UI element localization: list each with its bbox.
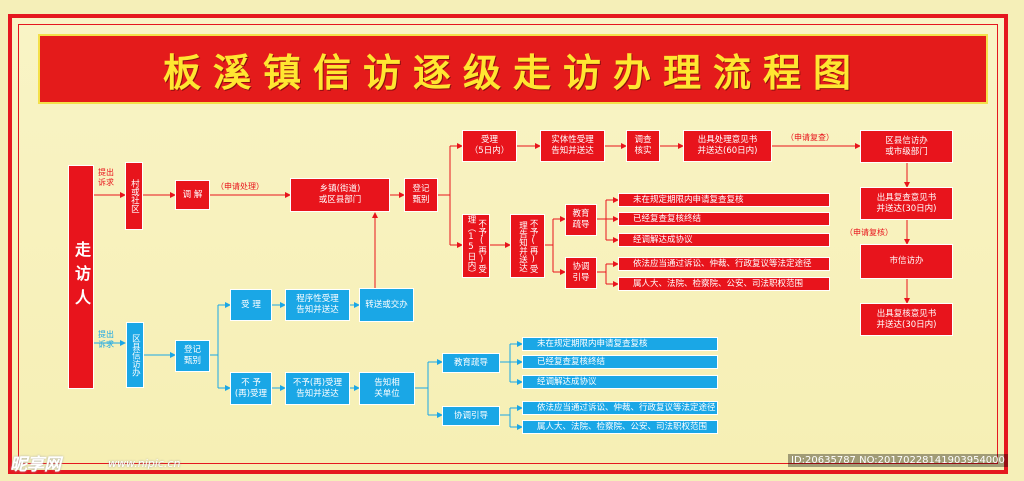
red-bar-1: 未在规定期限内申请复查复核: [618, 193, 830, 207]
mediate-box: 调 解: [175, 180, 210, 210]
label-apply-review: （申请复查）: [786, 133, 834, 142]
watermark-url: www.nipic.cn: [108, 457, 181, 470]
blue-accept-box: 受 理: [230, 289, 272, 321]
red-coordinate-box: 协调 引导: [565, 257, 597, 289]
blue-bar-5: 属人大、法院、检察院、公安、司法职权范围: [522, 420, 718, 434]
red-educate-box: 教育 疏导: [565, 204, 597, 236]
red-bar-5: 属人大、法院、检察院、公安、司法职权范围: [618, 277, 830, 291]
review-opinion-box: 出具复查意见书 并送达(30日内): [860, 187, 953, 220]
blue-bar-3: 经调解达成协议: [522, 375, 718, 389]
blue-not-accept-box: 不 予 (再)受理: [230, 372, 272, 405]
red-bar-2: 已经复查复核终结: [618, 212, 830, 226]
label-submit-red: 提出 诉求: [98, 168, 114, 187]
inner-frame: [18, 24, 998, 464]
watermark-logo: 昵享网: [10, 455, 61, 475]
recheck-opinion-box: 出具复核意见书 并送达(30日内): [860, 303, 953, 336]
label-apply-recheck: （申请复核）: [845, 228, 893, 237]
label-submit-blue: 提出 诉求: [98, 330, 114, 349]
blue-educate-box: 教育疏导: [442, 353, 500, 373]
red-not-accept-box: 不予(再)受理（15日内）: [462, 214, 490, 278]
district-box: 区县信访办 或市级部门: [860, 130, 953, 163]
red-register-box: 登记 甄别: [404, 178, 438, 212]
label-apply-handle: （申请处理）: [216, 182, 264, 191]
district-office-box: 区县信访办: [126, 322, 144, 388]
blue-notify-box: 不予(再)受理 告知并送达: [285, 372, 350, 405]
investigate-box: 调查 核实: [626, 130, 660, 162]
procedural-box: 程序性受理 告知并送达: [285, 289, 350, 321]
blue-register-box: 登记 甄别: [175, 340, 210, 372]
city-office-box: 市信访办: [860, 244, 953, 279]
inform-units-box: 告知相 关单位: [359, 372, 415, 405]
transfer-box: 转送或交办: [359, 288, 414, 322]
visitor-box: 走访人: [68, 165, 94, 389]
watermark-id: ID:20635787 NO:20170228141903954000: [788, 454, 1008, 467]
village-box: 村或社区: [125, 162, 143, 230]
blue-bar-2: 已经复查复核终结: [522, 355, 718, 369]
blue-bar-1: 未在规定期限内申请复查复核: [522, 337, 718, 351]
red-bar-4: 依法应当通过诉讼、仲裁、行政复议等法定途径: [618, 257, 830, 271]
red-bar-3: 经调解达成协议: [618, 233, 830, 247]
page-title: 板溪镇信访逐级走访办理流程图: [162, 49, 863, 95]
township-box: 乡镇(街道) 或区县部门: [290, 178, 390, 212]
blue-coordinate-box: 协调引导: [442, 406, 500, 426]
red-notify-box: 不予(再)受理告知并送达: [510, 214, 545, 278]
blue-bar-4: 依法应当通过诉讼、仲裁、行政复议等法定途径: [522, 401, 718, 415]
title-banner: 板溪镇信访逐级走访办理流程图: [38, 34, 988, 104]
substantive-box: 实体性受理 告知并送达: [540, 130, 605, 162]
opinion-box: 出具处理意见书 并送达(60日内): [683, 130, 772, 162]
accept-box: 受理 （5日内）: [462, 130, 517, 162]
